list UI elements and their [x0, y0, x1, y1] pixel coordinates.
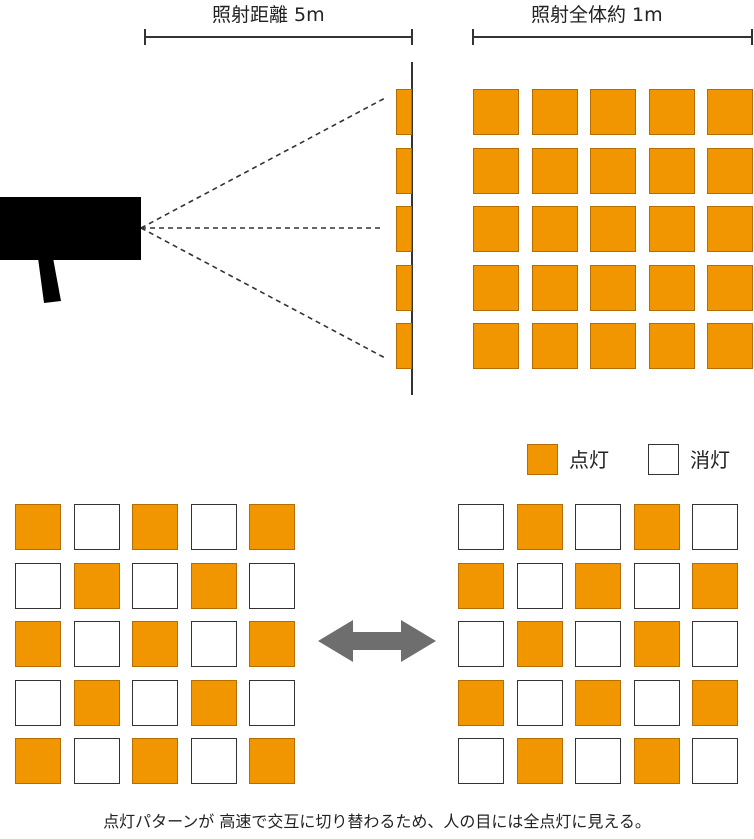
area-dimension-line [472, 29, 753, 45]
lit-square [648, 206, 695, 252]
legend-off-swatch [648, 444, 679, 475]
unlit-square [633, 562, 680, 609]
lit-square [15, 621, 61, 667]
lit-square [531, 264, 578, 311]
unlit-square [132, 679, 178, 726]
lit-square [73, 562, 120, 609]
lit-square [707, 323, 753, 369]
lit-square [648, 147, 695, 194]
lit-square [531, 323, 578, 369]
legend-on-swatch [527, 444, 558, 475]
lit-square [249, 738, 295, 784]
lit-square [648, 264, 695, 311]
lit-square [590, 206, 636, 252]
lit-square [190, 679, 237, 726]
lit-square [575, 679, 621, 726]
lit-square [132, 621, 178, 667]
lit-square [516, 504, 563, 550]
lit-square [473, 147, 519, 194]
legend-off-label: 消灯 [690, 448, 730, 472]
lit-square [590, 89, 636, 135]
unlit-square [15, 562, 61, 609]
unlit-square [575, 621, 621, 667]
unlit-square [633, 679, 680, 726]
lit-square [473, 89, 519, 135]
lit-square [531, 147, 578, 194]
area-label: 照射全体約 1m [531, 4, 663, 26]
lit-square [15, 504, 61, 550]
lit-square [473, 264, 519, 311]
unlit-square [692, 504, 738, 550]
unlit-square [249, 679, 295, 726]
unlit-square [190, 504, 237, 550]
lit-square [249, 621, 295, 667]
unlit-square [73, 621, 120, 667]
lit-square [590, 323, 636, 369]
lit-square [633, 738, 680, 784]
lit-square [707, 206, 753, 252]
lit-square [590, 264, 636, 311]
lit-square [473, 206, 519, 252]
beam-lines [140, 96, 388, 360]
lit-square [396, 89, 412, 135]
lit-square [531, 206, 578, 252]
caption: 点灯パターンが 高速で交互に切り替わるため、人の目には全点灯に見える。 [103, 812, 651, 831]
lit-square [132, 738, 178, 784]
lit-square [648, 89, 695, 135]
unlit-square [458, 621, 504, 667]
lit-square [249, 504, 295, 550]
lit-square [648, 323, 695, 369]
unlit-square [692, 738, 738, 784]
lit-square [707, 89, 753, 135]
lit-square [633, 504, 680, 550]
unlit-square [15, 679, 61, 726]
lit-square [15, 738, 61, 784]
lit-square [73, 679, 120, 726]
lit-square [458, 562, 504, 609]
lit-square [458, 679, 504, 726]
lit-square [707, 147, 753, 194]
lit-square [590, 147, 636, 194]
lit-square [396, 206, 412, 252]
unlit-square [132, 562, 178, 609]
projector-icon [0, 197, 141, 303]
lit-square [692, 679, 738, 726]
alternating-arrow-icon [318, 620, 436, 662]
lit-square [575, 562, 621, 609]
unlit-square [249, 562, 295, 609]
lit-square [516, 738, 563, 784]
unlit-square [190, 621, 237, 667]
unlit-square [692, 621, 738, 667]
lit-square [707, 264, 753, 311]
unlit-square [73, 504, 120, 550]
unlit-square [458, 504, 504, 550]
unlit-square [575, 504, 621, 550]
unlit-square [458, 738, 504, 784]
lit-square [396, 147, 412, 194]
lit-square [516, 621, 563, 667]
legend-on-label: 点灯 [569, 448, 609, 472]
unlit-square [575, 738, 621, 784]
lit-square [396, 323, 412, 369]
lit-square [132, 504, 178, 550]
distance-label: 照射距離 5m [212, 4, 325, 26]
lit-square [531, 89, 578, 135]
lit-square [190, 562, 237, 609]
unlit-square [73, 738, 120, 784]
lit-square [633, 621, 680, 667]
distance-dimension-line [144, 29, 413, 45]
unlit-square [190, 738, 237, 784]
lit-square [473, 323, 519, 369]
unlit-square [516, 679, 563, 726]
lit-square [692, 562, 738, 609]
lit-square [396, 264, 412, 311]
unlit-square [516, 562, 563, 609]
